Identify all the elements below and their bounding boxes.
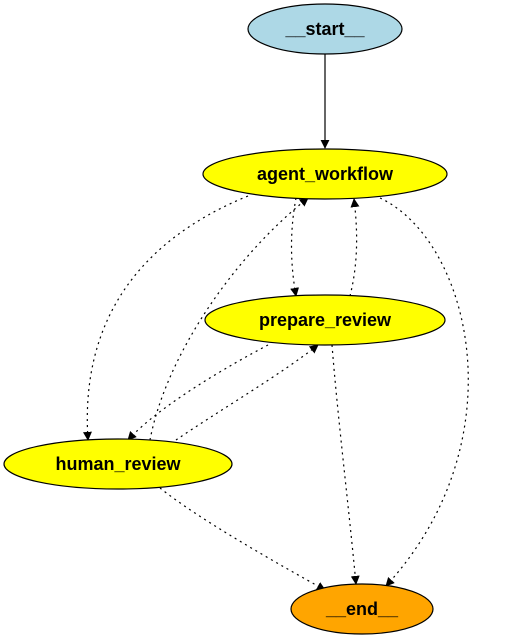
- node-start-shape: [247, 3, 403, 55]
- node-human-review-label: human_review: [55, 454, 181, 474]
- node-end-shape: [290, 583, 434, 635]
- node-agent-workflow-shape: [202, 148, 448, 200]
- edge-prepare-review-to-end: [331, 344, 360, 585]
- edge-human-review-to-prepare-review: [175, 344, 319, 441]
- node-end[interactable]: __end__: [290, 583, 434, 635]
- edge-agent-workflow-to-prepare-review: [290, 197, 300, 297]
- edge-prepare-review-to-agent-workflow: [349, 198, 360, 297]
- node-human-review[interactable]: human_review: [3, 438, 233, 490]
- node-end-label: __end__: [325, 599, 399, 619]
- node-start[interactable]: __start__: [247, 3, 403, 55]
- edge-agent-workflow-to-end: [379, 197, 469, 587]
- node-agent-workflow-label: agent_workflow: [257, 164, 394, 184]
- edge-prepare-review-to-human-review: [127, 344, 269, 441]
- node-agent-workflow[interactable]: agent_workflow: [202, 148, 448, 200]
- edge-human-review-to-end: [159, 487, 326, 591]
- edge-agent-workflow-to-human-review: [82, 195, 249, 441]
- node-start-label: __start__: [284, 19, 365, 39]
- node-prepare-review-label: prepare_review: [259, 310, 392, 330]
- node-human-review-shape: [3, 438, 233, 490]
- edges: [82, 54, 469, 591]
- node-prepare-review[interactable]: prepare_review: [204, 294, 446, 346]
- node-prepare-review-shape: [204, 294, 446, 346]
